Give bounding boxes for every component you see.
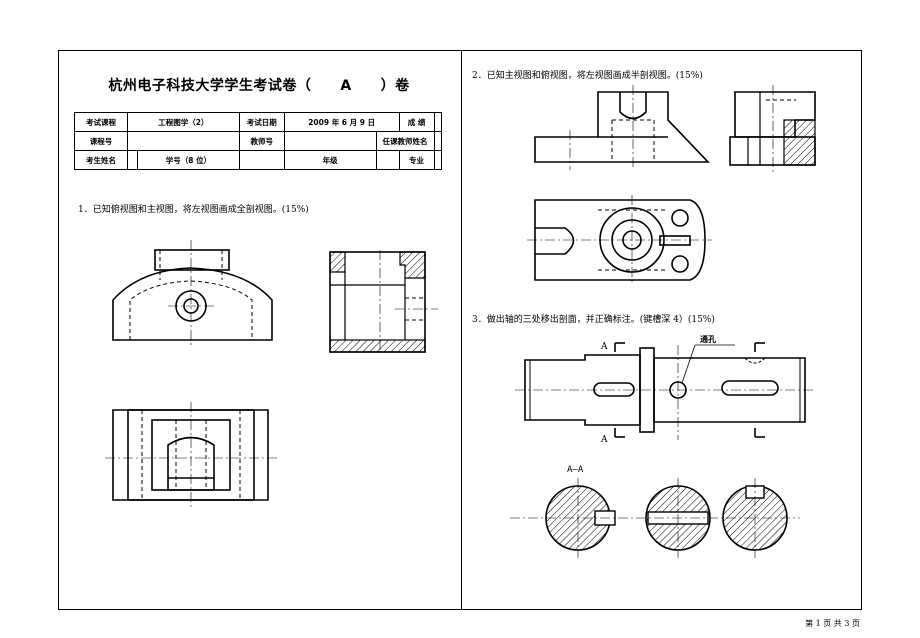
through-hole-label: 通孔 (700, 334, 716, 344)
q1-front-view (112, 249, 273, 341)
section-title: A–A (567, 465, 584, 475)
q2-left-view (729, 85, 816, 172)
section-label-a-bottom: A (600, 435, 608, 445)
info-cell (238, 150, 285, 170)
page-frame (58, 50, 862, 610)
question-2: 2．已知主视图和俯视图，将左视图画成半剖视图。(15%) (472, 71, 703, 81)
question-1: 1．已知俯视图和主视图，将左视图画成全剖视图。(15%) (78, 205, 309, 215)
center-divider (461, 50, 462, 610)
q1-top-view (112, 409, 269, 501)
section-markers (614, 342, 765, 438)
q1-front-hidden (129, 250, 253, 340)
info-cell (126, 150, 139, 170)
question-3: 3．做出轴的三处移出剖面，并正确标注。(键槽深 4）(15%) (472, 315, 715, 325)
info-row: 考生姓名 学号（8 位） 年级 专业 (74, 150, 443, 170)
page-footer: 第 1 页 共 3 页 (805, 619, 860, 628)
section-label-a-top: A (600, 342, 608, 352)
exam-title: 杭州电子科技大学学生考试卷（ A ）卷 (108, 78, 410, 94)
info-cell (433, 150, 443, 170)
q1-centerlines (105, 240, 438, 510)
exam-info-table: 考试课程 工程图学（2） 考试日期 2009 年 6 月 9 日 成 绩 课程号… (74, 112, 443, 170)
info-cell: 年级 (283, 150, 377, 170)
info-row: 课程号 教师号 任课教师姓名 (74, 131, 443, 151)
q1-left-view (329, 251, 426, 353)
info-row: 考试课程 工程图学（2） 考试日期 2009 年 6 月 9 日 成 绩 (74, 112, 443, 132)
q2-front-view (534, 91, 710, 163)
